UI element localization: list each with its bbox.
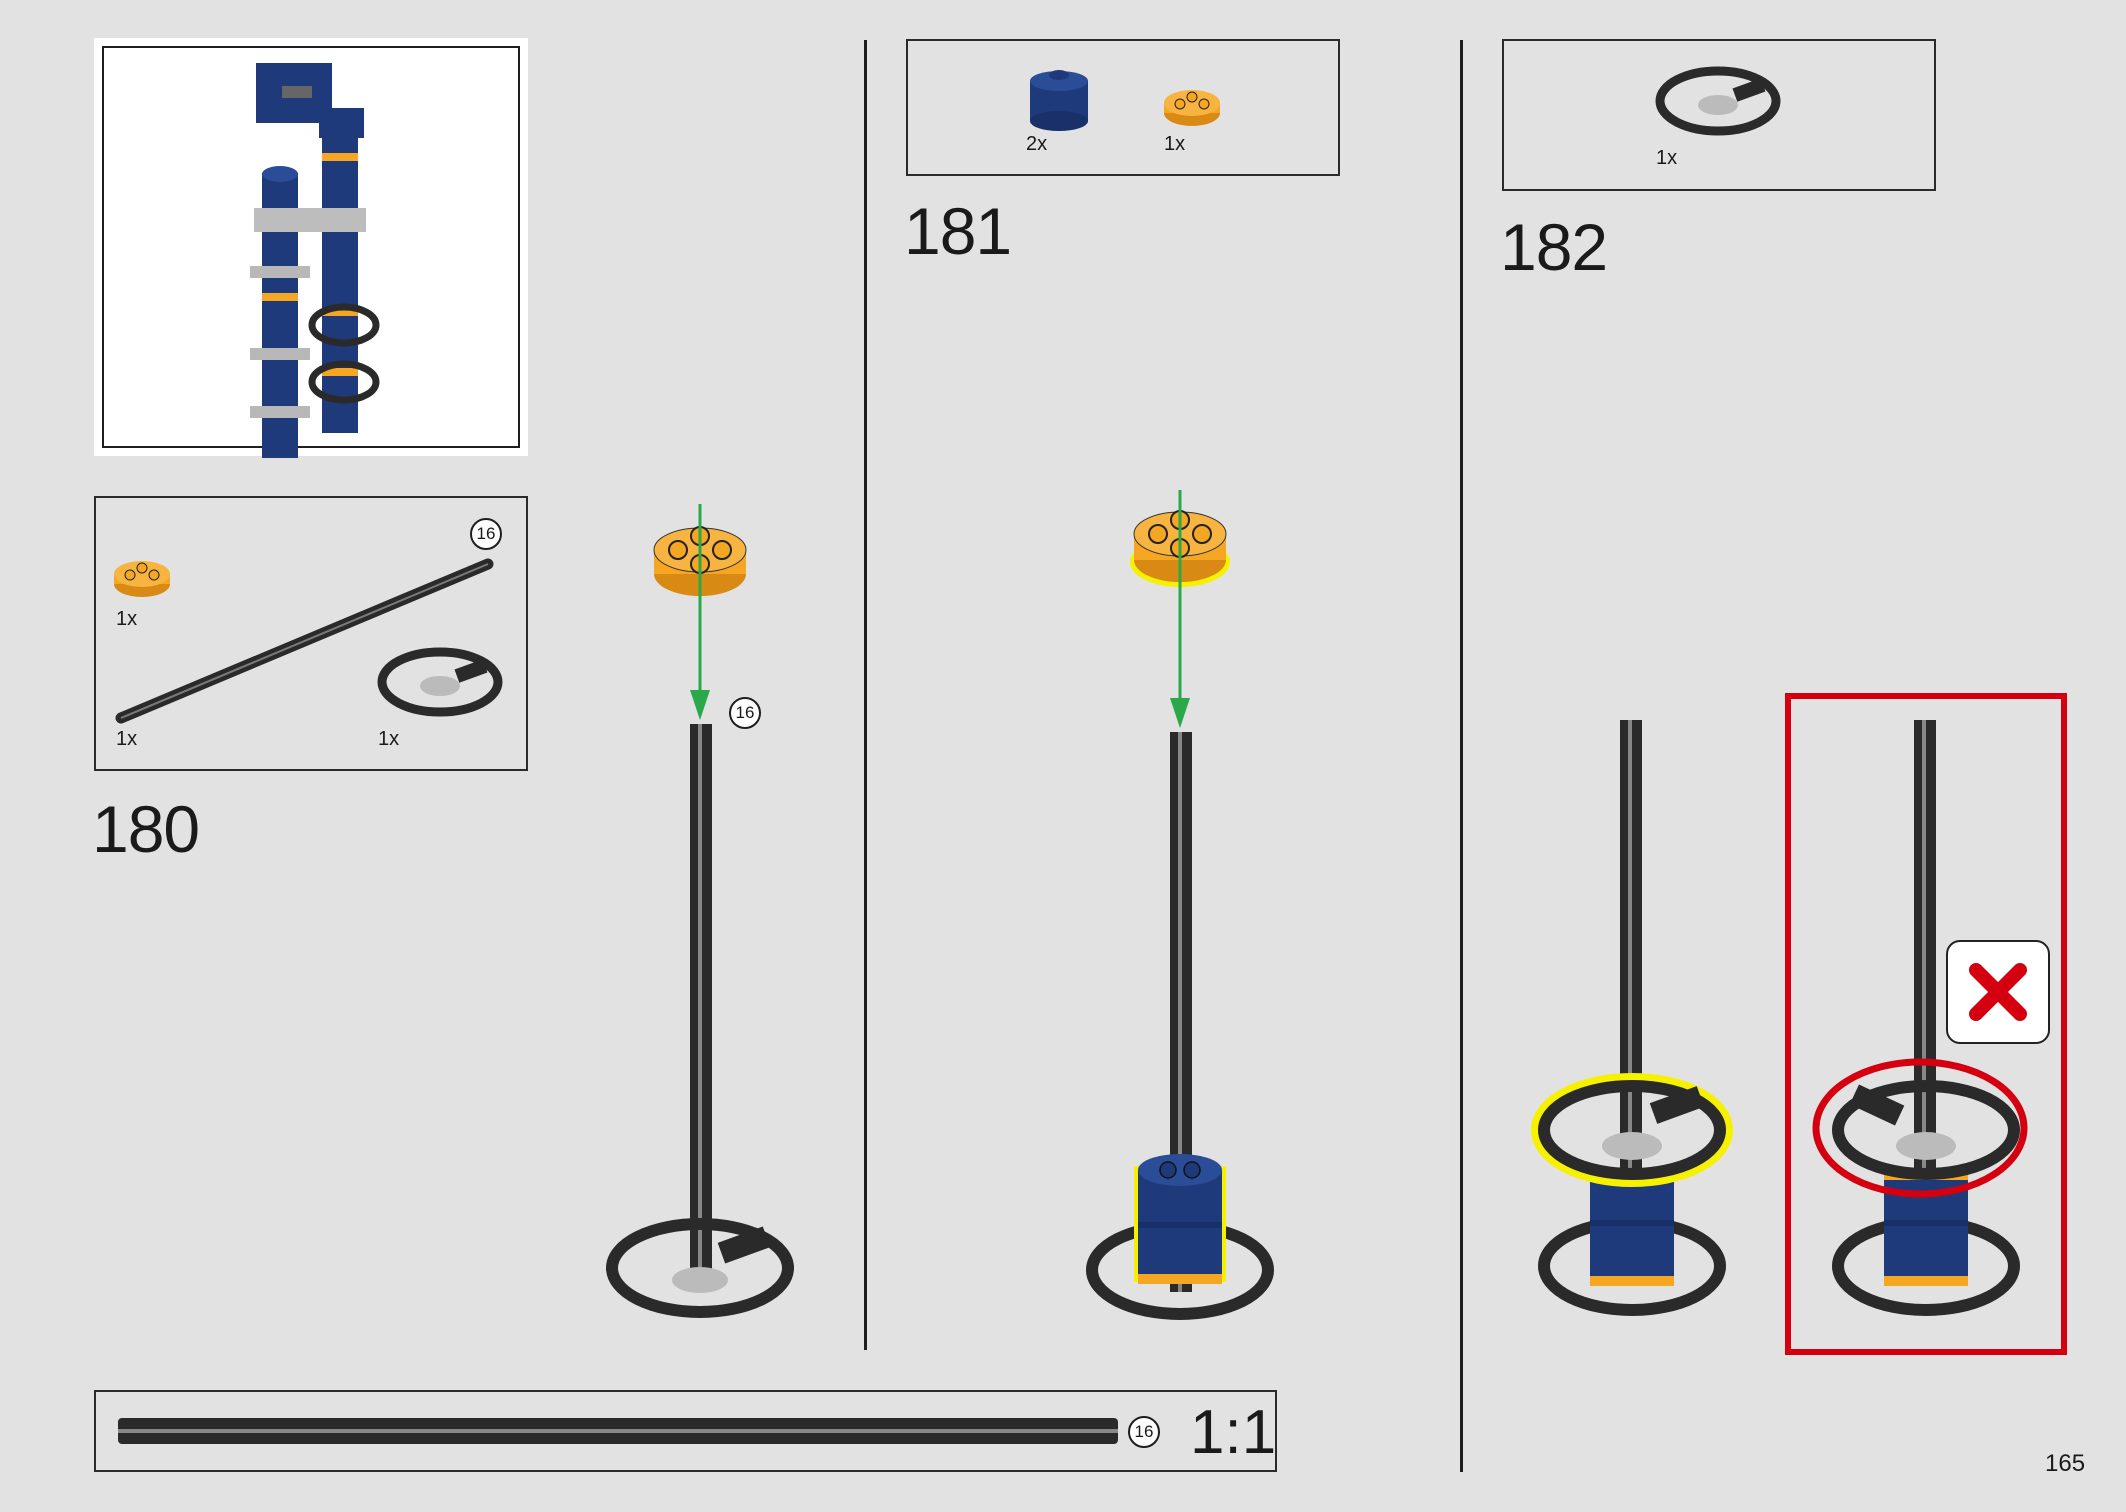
scale-length-badge: 16: [1128, 1416, 1160, 1448]
axle-icon: [115, 558, 494, 724]
submodel-illustration: [250, 63, 380, 458]
axle-scale-icon: [118, 1418, 1118, 1444]
qty-steering-wheel: 1x: [1656, 147, 1678, 169]
page-number: 165: [2045, 1450, 2086, 1477]
parts-list-step-182: 1x: [1502, 39, 1936, 191]
step-divider-2: [1460, 40, 1463, 1472]
qty-orange-plate: 1x: [1164, 133, 1186, 155]
qty-axle: 1x: [116, 728, 138, 750]
axle-length-badge: 16: [470, 518, 502, 550]
steering-wheel-icon: [377, 647, 503, 717]
parts-list-step-181: 2x 1x: [906, 39, 1340, 176]
step-181-illustration: [1086, 490, 1274, 1320]
blue-round-brick-icon: [1030, 70, 1088, 131]
scale-label: 1:1: [1190, 1398, 1277, 1467]
step-number-181: 181: [904, 194, 1012, 268]
wrong-assembly-frame: [1785, 693, 2067, 1355]
qty-steering-wheel: 1x: [378, 728, 400, 750]
axle-callout-badge: 16: [729, 697, 761, 729]
parts-list-step-180: 1x 1x 16 1x: [94, 496, 528, 771]
wrong-x-badge: [1946, 940, 2050, 1044]
submodel-preview: [94, 38, 528, 458]
step-182-correct-illustration: [1531, 720, 1733, 1316]
steering-wheel-icon: [1655, 66, 1781, 136]
step-divider-1: [864, 40, 867, 1350]
axle-scale-box: [94, 1390, 1277, 1472]
step-number-182: 182: [1500, 210, 1608, 284]
step-182-wrong-illustration: [1812, 720, 2028, 1316]
orange-plate-icon: [114, 561, 170, 597]
qty-blue-brick: 2x: [1026, 133, 1048, 155]
red-x-icon: [1969, 963, 2027, 1021]
orange-plate-icon: [1164, 90, 1220, 126]
step-number-180: 180: [92, 792, 200, 866]
qty-orange-plate: 1x: [116, 608, 138, 630]
step-180-illustration: [606, 504, 794, 1318]
